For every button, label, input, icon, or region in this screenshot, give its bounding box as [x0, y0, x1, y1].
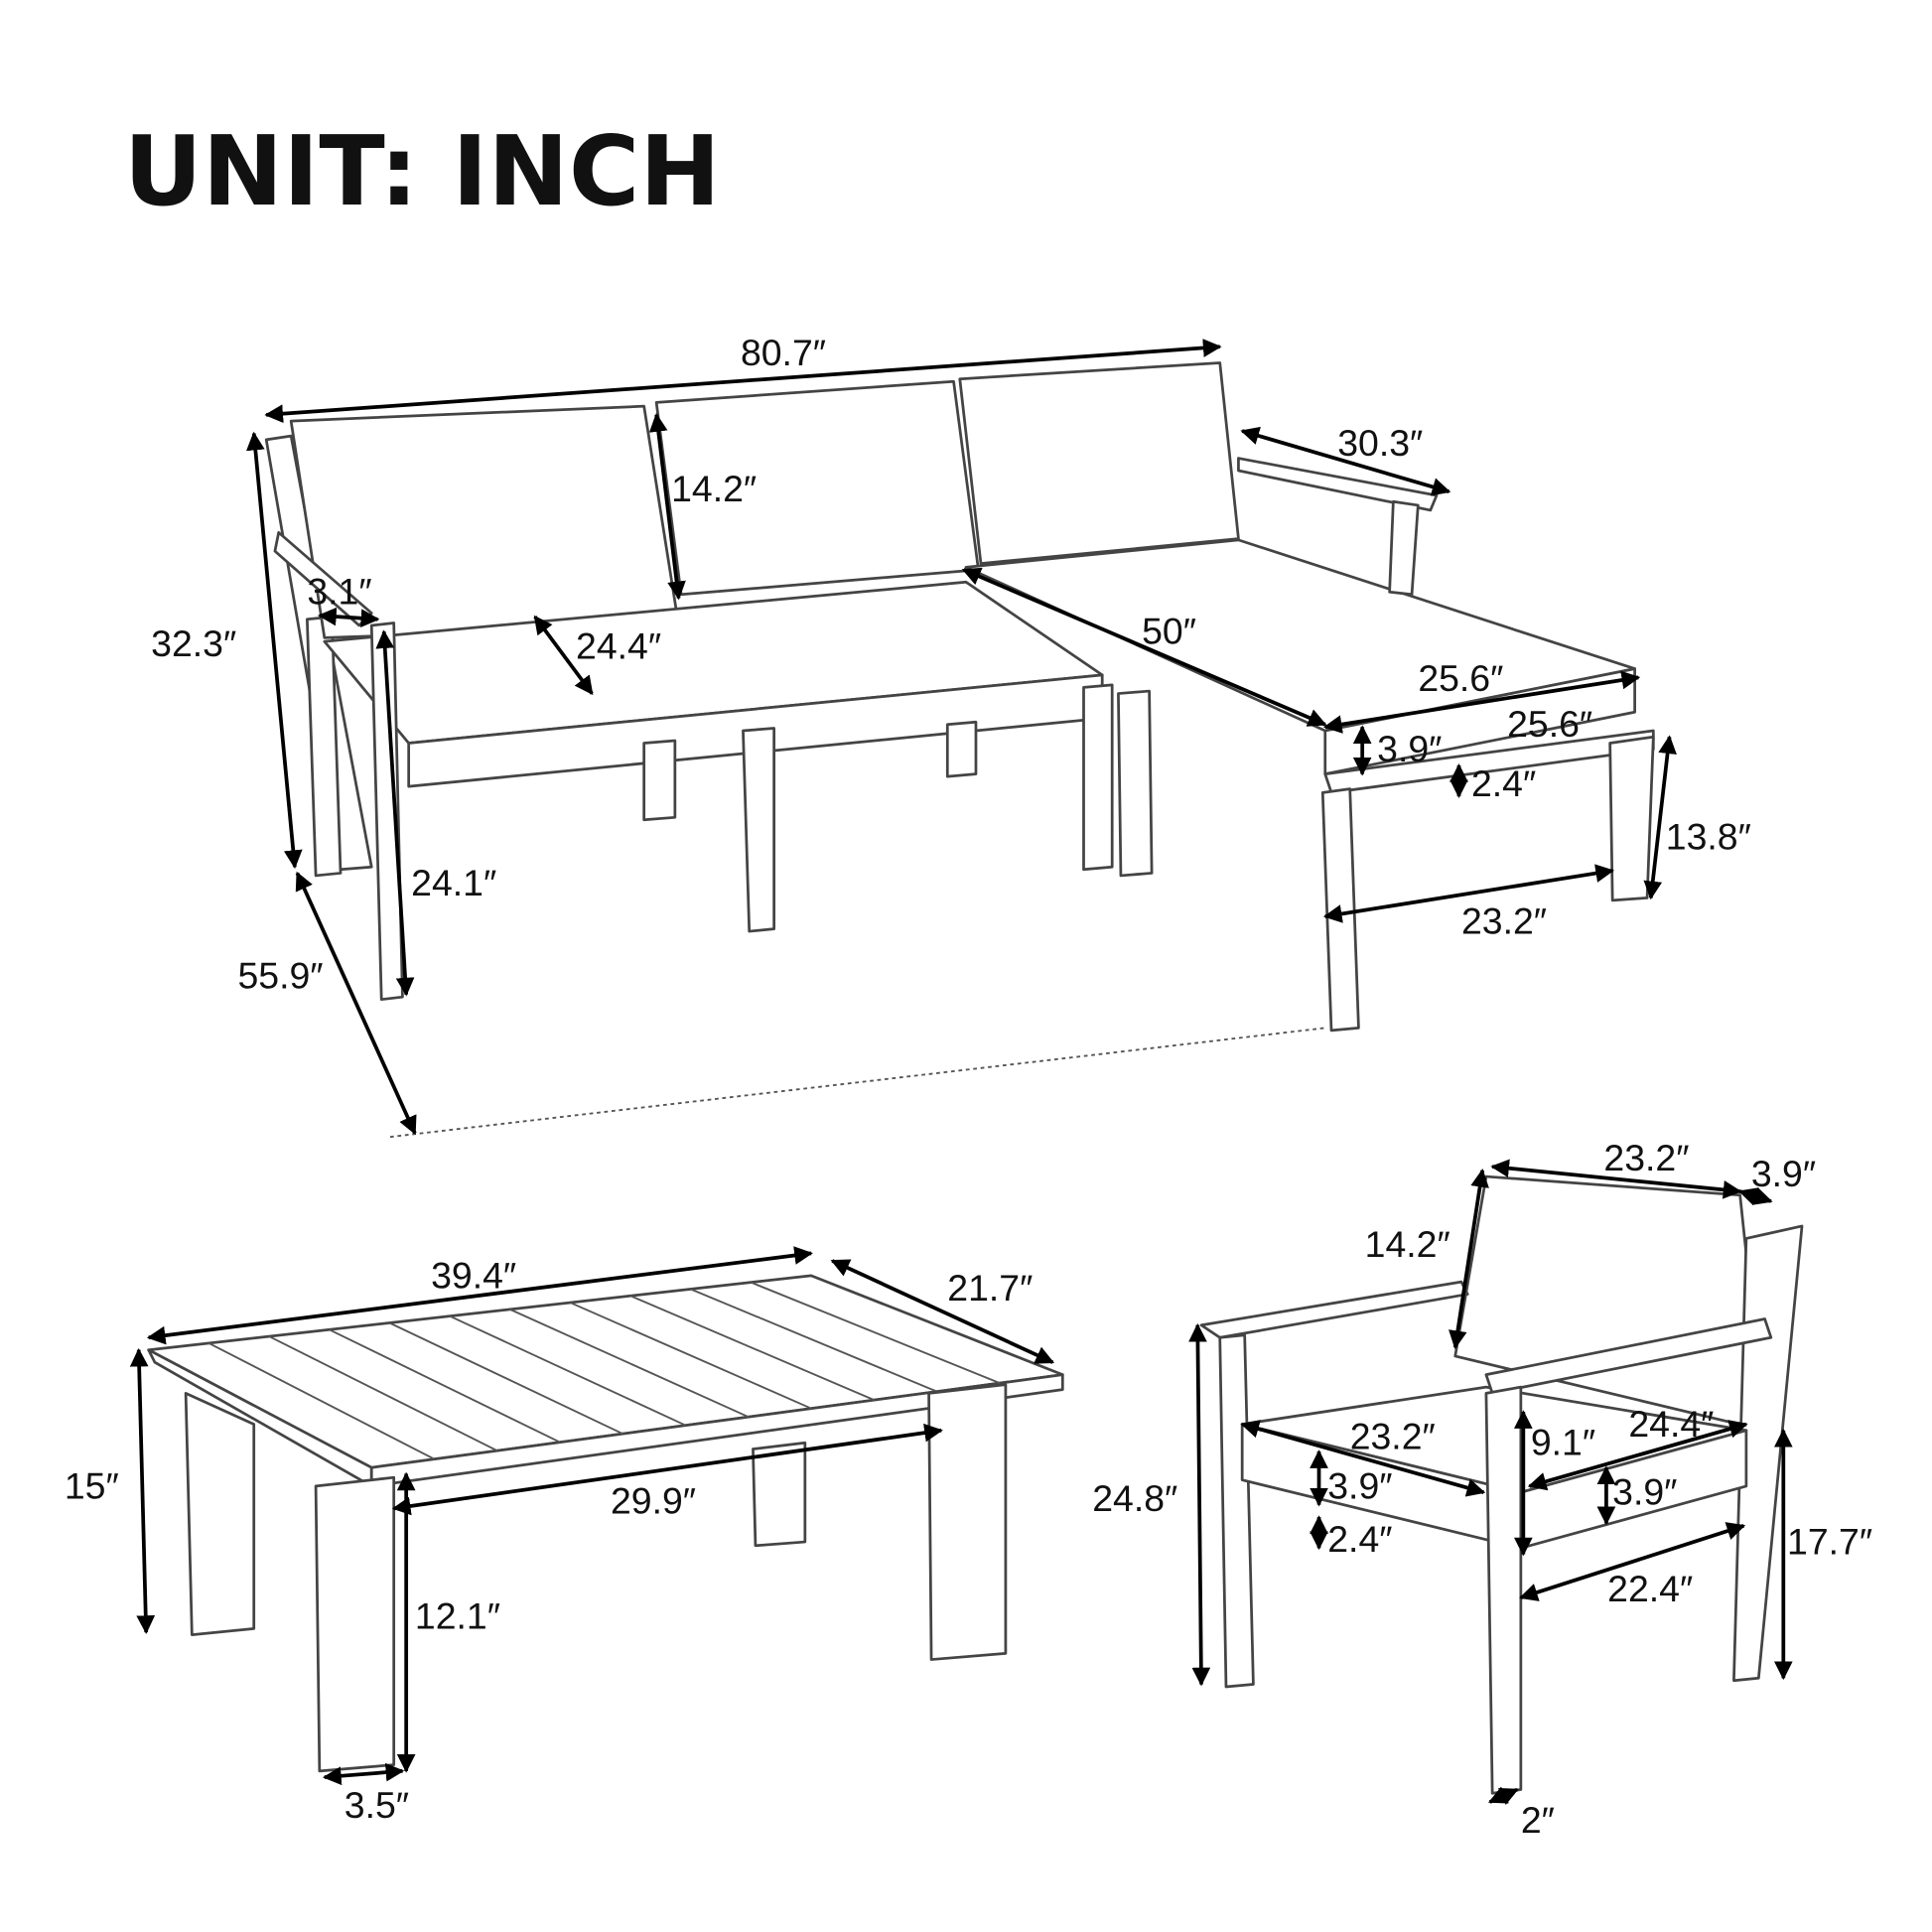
- sofa-dimension-arrow: [1240, 426, 1451, 496]
- sofa-dimension-arrow: [1643, 735, 1677, 900]
- table-dimension-label: 21.7″: [947, 1267, 1033, 1309]
- sofa-dimension-label: 13.8″: [1666, 816, 1751, 858]
- sofa-dimension-arrow: [1322, 864, 1615, 923]
- table-dimension-label: 3.5″: [345, 1784, 409, 1826]
- sofa-dimension-label: 23.2″: [1461, 900, 1547, 942]
- chair-dimension-arrow: [1240, 1420, 1486, 1497]
- dimension-arrows: [129, 339, 1793, 1806]
- table-dimension-arrow: [146, 1246, 813, 1345]
- table-dimension-arrow: [391, 1423, 943, 1516]
- sofa-dimension-arrow: [648, 413, 686, 601]
- chair-dimension-label: 23.2″: [1350, 1415, 1436, 1456]
- chair-dimension-label: 17.7″: [1787, 1521, 1872, 1563]
- table-dimension-arrow: [129, 1347, 156, 1634]
- sofa-dimension-label: 25.6″: [1507, 703, 1592, 745]
- chair-dimension-arrow: [1737, 1186, 1773, 1206]
- table-dimension-label: 12.1″: [415, 1594, 500, 1636]
- sofa-dimension-label: 55.9″: [238, 954, 324, 996]
- chair-dimension-arrow: [1519, 1522, 1746, 1601]
- coffee-table-drawing: [147, 1274, 1064, 1773]
- sofa-dimension-arrow: [1322, 670, 1641, 734]
- sofa-dimension-label: 24.4″: [576, 625, 661, 667]
- sofa-dimension-arrow: [264, 339, 1222, 424]
- chair-dimension-label: 9.1″: [1531, 1422, 1595, 1463]
- armchair-drawing: [1199, 1174, 1804, 1795]
- chair-dimension-arrow: [1527, 1420, 1748, 1491]
- sofa-dimension-label: 32.3″: [151, 622, 236, 664]
- sofa-dimension-label: 24.1″: [411, 862, 496, 903]
- sofa-dimension-arrow: [245, 431, 303, 870]
- chair-dimension-arrow: [1188, 1322, 1211, 1687]
- chair-dimension-label: 2.4″: [1327, 1518, 1392, 1560]
- dimension-labels: 80.7″ 30.3″ 14.2″ 32.3″ 3.1″ 24.4″ 50″ 25.6″ 3.9…: [65, 332, 1872, 1841]
- chair-dimension-label: 3.9″: [1327, 1464, 1392, 1506]
- sofa-dimension-arrow: [961, 567, 1327, 727]
- table-slat-line: [329, 1328, 561, 1444]
- unit-title: UNIT: INCH: [124, 115, 721, 227]
- chair-dimension-label: 14.2″: [1365, 1223, 1450, 1265]
- table-dimension-label: 15″: [65, 1464, 119, 1506]
- sofa-dimension-label: 50″: [1142, 611, 1196, 652]
- table-dimension-label: 29.9″: [611, 1479, 696, 1521]
- sofa-dimension-label: 25.6″: [1418, 657, 1503, 699]
- sofa-dimension-arrow: [533, 615, 594, 696]
- chair-dimension-label: 3.9″: [1612, 1471, 1677, 1513]
- chair-dimension-label: 3.9″: [1751, 1153, 1816, 1194]
- chair-dimension-label: 22.4″: [1607, 1568, 1693, 1609]
- chair-dimension-arrow: [1490, 1159, 1742, 1199]
- chair-dimension-label: 24.4″: [1628, 1403, 1714, 1445]
- sectional-sofa-drawing: [264, 361, 1655, 1139]
- sofa-dimension-arrow: [317, 607, 380, 627]
- table-dimension-arrow: [830, 1259, 1055, 1364]
- sofa-dimension-label: 80.7″: [741, 332, 826, 373]
- table-dimension-arrow: [322, 1762, 405, 1786]
- sofa-dimension-label: 2.4″: [1471, 762, 1536, 804]
- sofa-dimension-label: 30.3″: [1337, 422, 1423, 464]
- table-dimension-label: 39.4″: [431, 1254, 516, 1296]
- sofa-dimension-label: 14.2″: [671, 468, 757, 509]
- chair-dimension-label: 23.2″: [1603, 1137, 1689, 1178]
- chair-dimension-label: 2″: [1521, 1799, 1555, 1841]
- sofa-dimension-label: 3.1″: [307, 571, 371, 613]
- sofa-dimension-label: 3.9″: [1377, 728, 1442, 769]
- chair-dimension-arrow: [1449, 1168, 1489, 1350]
- sofa-dimension-arrow: [295, 871, 417, 1136]
- chair-dimension-arrow: [1487, 1786, 1519, 1806]
- chair-dimension-label: 24.8″: [1092, 1477, 1177, 1519]
